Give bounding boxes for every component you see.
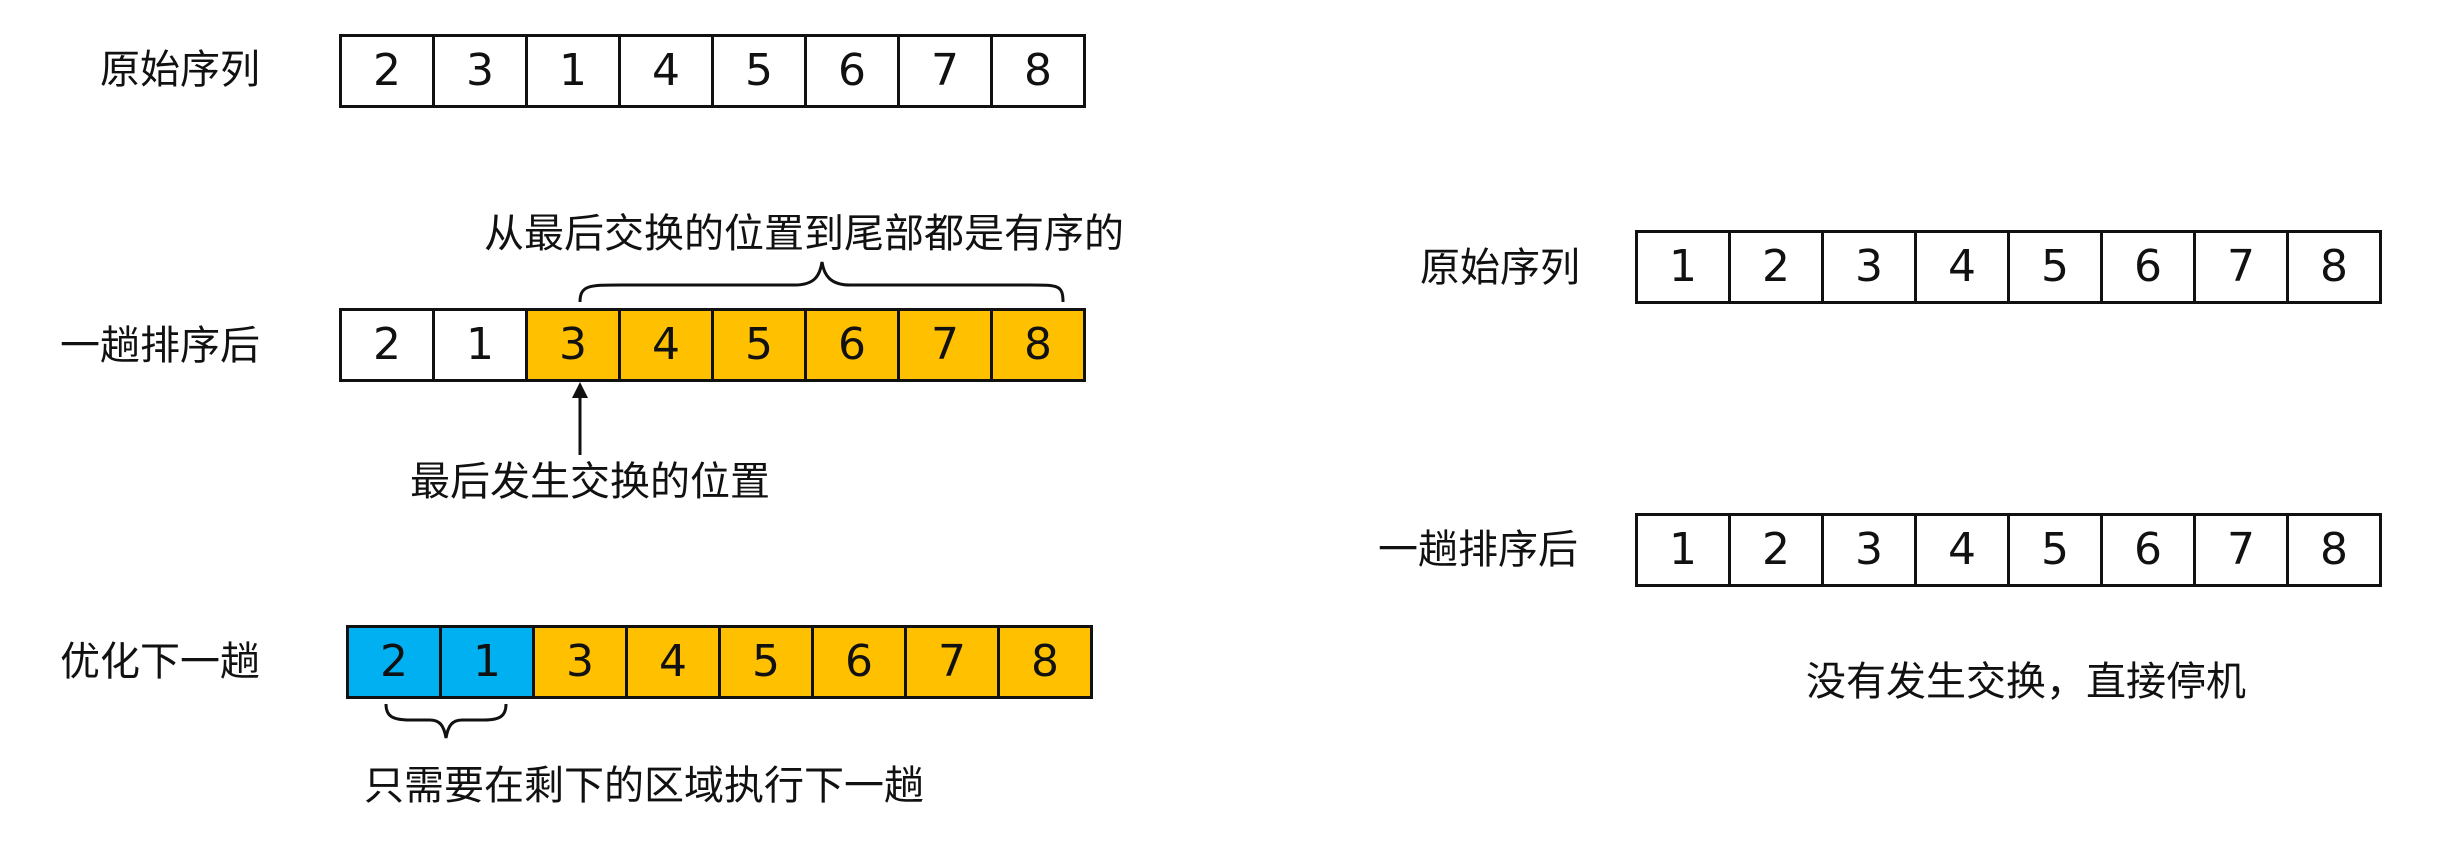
array-cell: 4 — [621, 308, 714, 382]
array-cell: 1 — [1638, 230, 1731, 304]
array-cell: 5 — [2010, 230, 2103, 304]
array-cell: 8 — [1000, 625, 1093, 699]
array-cell: 7 — [900, 308, 993, 382]
left-row2-label: 一趟排序后 — [60, 323, 260, 369]
array-cell: 7 — [900, 34, 993, 108]
array-cell: 4 — [628, 625, 721, 699]
array-cell: 4 — [621, 34, 714, 108]
array-cell: 2 — [342, 34, 435, 108]
array-cell: 6 — [2103, 230, 2196, 304]
array-cell: 2 — [342, 308, 435, 382]
array-cell: 8 — [2289, 230, 2382, 304]
array-cell: 3 — [528, 308, 621, 382]
remaining-region-brace — [384, 703, 508, 739]
no-swap-note: 没有发生交换，直接停机 — [1806, 659, 2246, 705]
array-cell: 6 — [2103, 513, 2196, 587]
array-cell: 5 — [721, 625, 814, 699]
array-cell: 3 — [1824, 513, 1917, 587]
array-cell: 5 — [2010, 513, 2103, 587]
array-cell: 1 — [435, 308, 528, 382]
remaining-region-note: 只需要在剩下的区域执行下一趟 — [364, 763, 924, 809]
sorted-region-brace — [578, 261, 1065, 303]
array-cell: 4 — [1917, 513, 2010, 587]
array-cell: 7 — [2196, 513, 2289, 587]
array-cell: 8 — [993, 34, 1086, 108]
array-cell: 5 — [714, 308, 807, 382]
array-cell: 7 — [2196, 230, 2289, 304]
left-row1-label: 原始序列 — [100, 47, 260, 93]
array-cell: 8 — [993, 308, 1086, 382]
array-cell: 4 — [1917, 230, 2010, 304]
array-cell: 3 — [535, 625, 628, 699]
array-cell: 6 — [807, 308, 900, 382]
right-row2-label: 一趟排序后 — [1378, 527, 1578, 573]
left-row3-label: 优化下一趟 — [60, 639, 260, 685]
arrow-head-icon — [572, 382, 588, 398]
array-cell: 5 — [714, 34, 807, 108]
array-cell: 3 — [435, 34, 528, 108]
array-cell: 7 — [907, 625, 1000, 699]
array-cell: 2 — [349, 625, 442, 699]
array-cell: 6 — [807, 34, 900, 108]
array-cell: 2 — [1731, 230, 1824, 304]
last-swap-note: 最后发生交换的位置 — [410, 459, 770, 505]
array-cell: 2 — [1731, 513, 1824, 587]
array-cell: 8 — [2289, 513, 2382, 587]
array-cell: 6 — [814, 625, 907, 699]
array-cell: 1 — [528, 34, 621, 108]
right-row1-label: 原始序列 — [1420, 245, 1580, 291]
array-cell: 1 — [442, 625, 535, 699]
array-cell: 1 — [1638, 513, 1731, 587]
sorted-region-note: 从最后交换的位置到尾部都是有序的 — [484, 211, 1124, 257]
array-cell: 3 — [1824, 230, 1917, 304]
